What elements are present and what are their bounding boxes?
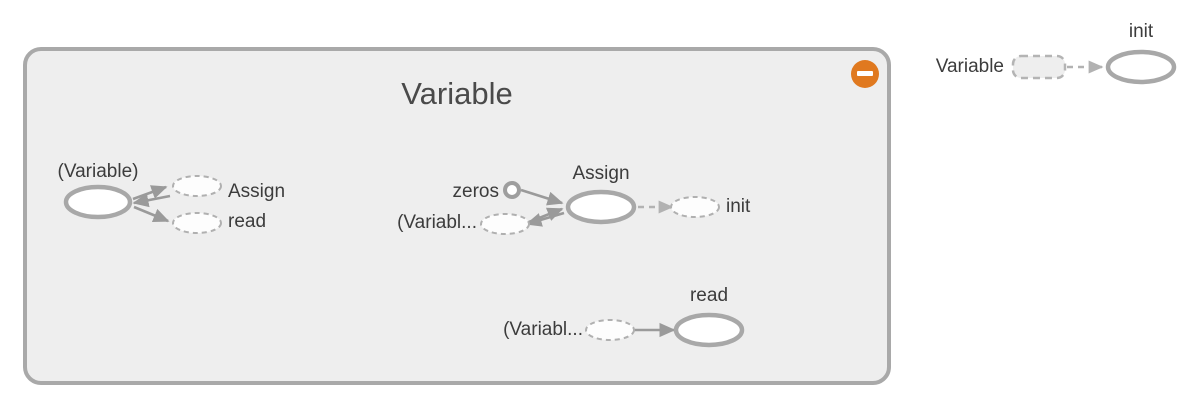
edge-var-to-read (133, 205, 170, 223)
variable-scope-box[interactable] (23, 47, 891, 385)
node-variable-ref-read[interactable] (585, 319, 635, 341)
node-read-op[interactable] (673, 312, 745, 348)
node-init-op[interactable] (1105, 49, 1177, 85)
collapse-button-bar (857, 71, 873, 76)
node-read-ref-label: read (228, 211, 266, 232)
node-variable-group[interactable] (1011, 54, 1067, 80)
minus-circle-icon[interactable] (851, 60, 879, 88)
variable-scope-title: Variable (401, 76, 512, 111)
node-read-op-label: read (690, 285, 728, 306)
node-init-ref-label: init (726, 196, 751, 217)
node-init-op-label: init (1129, 21, 1154, 42)
variable-scope-group[interactable]: Variable (Variable) Assign read (23, 47, 891, 385)
node-assign-ref-label: Assign (228, 181, 285, 202)
edge-assign-to-varref (525, 211, 565, 227)
node-zeros-op-label: zeros (453, 181, 499, 202)
node-variable-ref-read-label: (Variabl... (503, 319, 583, 340)
node-variable-ref-assign[interactable] (480, 213, 530, 235)
cluster-assign-op[interactable]: zeros (Variabl... Assign init (397, 163, 751, 235)
node-assign-op[interactable] (565, 189, 637, 225)
node-variable-group-label: Variable (936, 56, 1004, 77)
node-variable-op-label: (Variable) (58, 161, 139, 182)
cluster-variable-op[interactable]: (Variable) Assign read (58, 161, 286, 234)
edge-assign-to-var (132, 193, 171, 208)
node-zeros-op[interactable] (503, 181, 521, 199)
node-read-ref[interactable] (172, 212, 222, 234)
cluster-read-op[interactable]: (Variabl... read (503, 285, 745, 348)
node-init-ref[interactable] (670, 196, 720, 218)
collapsed-variable-preview[interactable]: Variable init (936, 21, 1177, 85)
node-variable-ref-assign-label: (Variabl... (397, 212, 477, 233)
node-assign-op-label: Assign (572, 163, 629, 184)
node-variable-op[interactable] (63, 184, 133, 220)
edge-zeros-to-assign (520, 188, 564, 206)
node-assign-ref[interactable] (172, 175, 222, 197)
